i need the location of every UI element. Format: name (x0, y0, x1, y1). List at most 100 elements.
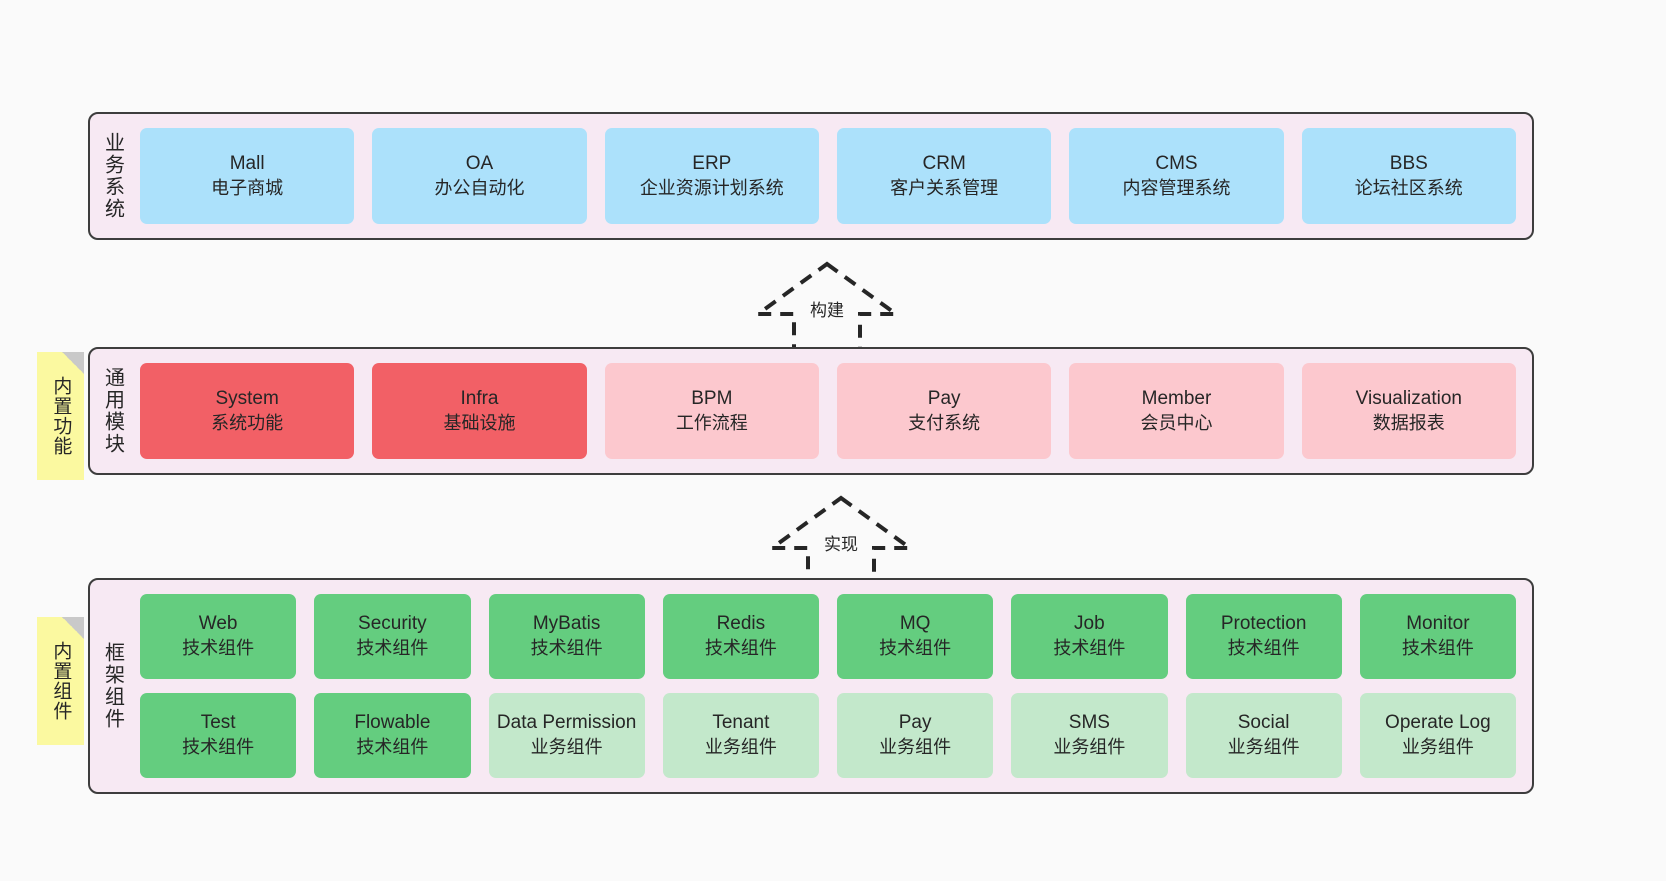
module-card-operate-log[interactable]: Operate Log 业务组件 (1359, 693, 1516, 778)
layer-common-module: 通用模块 System 系统功能 Infra 基础设施 BPM 工作流程 Pay (88, 347, 1534, 475)
module-title-en: Pay (898, 712, 932, 734)
module-title-en: Member (1141, 387, 1212, 409)
note-fold-corner-icon (62, 352, 84, 374)
module-card-member[interactable]: Member 会员中心 (1069, 363, 1284, 459)
module-title-en: SMS (1068, 712, 1110, 734)
module-title-en: ERP (692, 152, 732, 174)
module-title-en: Operate Log (1385, 712, 1491, 734)
module-card-infra[interactable]: Infra 基础设施 (372, 363, 587, 459)
module-title-cn: 企业资源计划系统 (639, 177, 784, 198)
module-title-cn: 支付系统 (908, 412, 981, 433)
module-card-job[interactable]: Job 技术组件 (1011, 594, 1168, 679)
layer-framework-component: 框架组件 Web 技术组件 Security 技术组件 MyBatis 技术组件… (88, 578, 1534, 794)
module-card-redis[interactable]: Redis 技术组件 (662, 594, 819, 679)
module-title-en: Protection (1220, 613, 1307, 635)
sticky-note-builtin-component: 内置组件 (37, 617, 84, 745)
module-card-system[interactable]: System 系统功能 (140, 363, 355, 459)
module-title-cn: 技术组件 (1053, 638, 1126, 659)
module-card-cms[interactable]: CMS 内容管理系统 (1069, 128, 1284, 224)
module-card-mall[interactable]: Mall 电子商城 (140, 128, 355, 224)
module-card-social[interactable]: Social 业务组件 (1185, 693, 1342, 778)
module-title-en: OA (465, 152, 494, 174)
module-card-security[interactable]: Security 技术组件 (314, 594, 471, 679)
module-card-erp[interactable]: ERP 企业资源计划系统 (604, 128, 819, 224)
module-card-data-permission[interactable]: Data Permission 业务组件 (488, 693, 645, 778)
module-title-en: Redis (716, 613, 766, 635)
module-title-en: Infra (460, 387, 499, 409)
sticky-note-label: 内置组件 (50, 641, 72, 721)
module-title-cn: 电子商城 (211, 177, 284, 198)
module-title-en: BBS (1389, 152, 1428, 174)
module-card-flowable[interactable]: Flowable 技术组件 (314, 693, 471, 778)
module-title-cn: 技术组件 (879, 638, 952, 659)
module-title-en: Social (1237, 712, 1290, 734)
module-card-protection[interactable]: Protection 技术组件 (1185, 594, 1342, 679)
module-title-cn: 基础设施 (443, 412, 516, 433)
module-title-en: System (215, 387, 279, 409)
card-row: Test 技术组件 Flowable 技术组件 Data Permission … (140, 693, 1516, 778)
module-title-cn: 技术组件 (356, 638, 429, 659)
module-card-bpm[interactable]: BPM 工作流程 (604, 363, 819, 459)
card-grid-business-system: Mall 电子商城 OA 办公自动化 ERP 企业资源计划系统 CRM 客户关系… (134, 114, 1532, 238)
module-title-cn: 会员中心 (1140, 412, 1213, 433)
module-title-en: Mall (229, 152, 265, 174)
module-title-en: BPM (691, 387, 733, 409)
module-title-en: CMS (1155, 152, 1198, 174)
module-title-cn: 技术组件 (182, 737, 255, 758)
module-card-pay[interactable]: Pay 支付系统 (836, 363, 1052, 459)
module-card-web[interactable]: Web 技术组件 (140, 594, 297, 679)
module-title-cn: 论坛社区系统 (1354, 177, 1463, 198)
module-title-cn: 技术组件 (1401, 638, 1474, 659)
module-title-en: Monitor (1406, 613, 1470, 635)
module-card-test[interactable]: Test 技术组件 (140, 693, 297, 778)
module-title-en: MyBatis (532, 613, 601, 635)
layer-title-framework-component: 框架组件 (101, 642, 124, 730)
module-title-cn: 技术组件 (182, 638, 255, 659)
module-title-cn: 业务组件 (879, 737, 952, 758)
module-title-cn: 技术组件 (356, 737, 429, 758)
module-title-en: Visualization (1355, 387, 1462, 409)
module-card-tenant[interactable]: Tenant 业务组件 (662, 693, 819, 778)
sticky-note-label: 内置功能 (50, 376, 72, 456)
module-card-bbs[interactable]: BBS 论坛社区系统 (1301, 128, 1516, 224)
module-title-en: Pay (927, 387, 961, 409)
arrow-implement: 实现 (765, 492, 917, 592)
module-title-cn: 系统功能 (211, 412, 284, 433)
module-title-en: Job (1074, 613, 1105, 635)
module-title-cn: 办公自动化 (434, 177, 525, 198)
module-title-cn: 业务组件 (1401, 737, 1474, 758)
module-card-mybatis[interactable]: MyBatis 技术组件 (488, 594, 645, 679)
sticky-note-builtin-feature: 内置功能 (37, 352, 84, 480)
card-grid-common-module: System 系统功能 Infra 基础设施 BPM 工作流程 Pay 支付系统… (134, 349, 1532, 473)
module-title-cn: 技术组件 (704, 638, 777, 659)
module-card-oa[interactable]: OA 办公自动化 (372, 128, 587, 224)
card-row: Mall 电子商城 OA 办公自动化 ERP 企业资源计划系统 CRM 客户关系… (140, 128, 1516, 224)
module-title-en: Web (198, 613, 238, 635)
module-title-en: Security (358, 613, 427, 635)
module-title-cn: 业务组件 (1053, 737, 1126, 758)
card-grid-framework-component: Web 技术组件 Security 技术组件 MyBatis 技术组件 Redi… (134, 580, 1532, 792)
module-title-en: Tenant (712, 712, 770, 734)
layer-title-business-system: 业务系统 (101, 132, 124, 220)
module-title-cn: 工作流程 (675, 412, 748, 433)
layer-business-system: 业务系统 Mall 电子商城 OA 办公自动化 ERP 企业资源计划系统 CRM (88, 112, 1534, 240)
module-title-en: MQ (899, 613, 931, 635)
module-title-cn: 业务组件 (704, 737, 777, 758)
module-card-monitor[interactable]: Monitor 技术组件 (1359, 594, 1516, 679)
module-card-crm[interactable]: CRM 客户关系管理 (836, 128, 1052, 224)
module-title-en: CRM (922, 152, 966, 174)
arrow-outline-shape (765, 495, 917, 588)
module-title-cn: 内容管理系统 (1122, 177, 1231, 198)
module-card-pay-business[interactable]: Pay 业务组件 (837, 693, 994, 778)
module-title-en: Test (200, 712, 236, 734)
module-title-cn: 业务组件 (1227, 737, 1300, 758)
note-fold-corner-icon (62, 617, 84, 639)
module-card-sms[interactable]: SMS 业务组件 (1011, 693, 1168, 778)
arrow-build: 构建 (751, 258, 903, 358)
module-title-cn: 客户关系管理 (890, 177, 999, 198)
card-row: System 系统功能 Infra 基础设施 BPM 工作流程 Pay 支付系统… (140, 363, 1516, 459)
module-title-en: Data Permission (496, 712, 637, 734)
module-card-mq[interactable]: MQ 技术组件 (837, 594, 994, 679)
module-card-visualization[interactable]: Visualization 数据报表 (1301, 363, 1516, 459)
